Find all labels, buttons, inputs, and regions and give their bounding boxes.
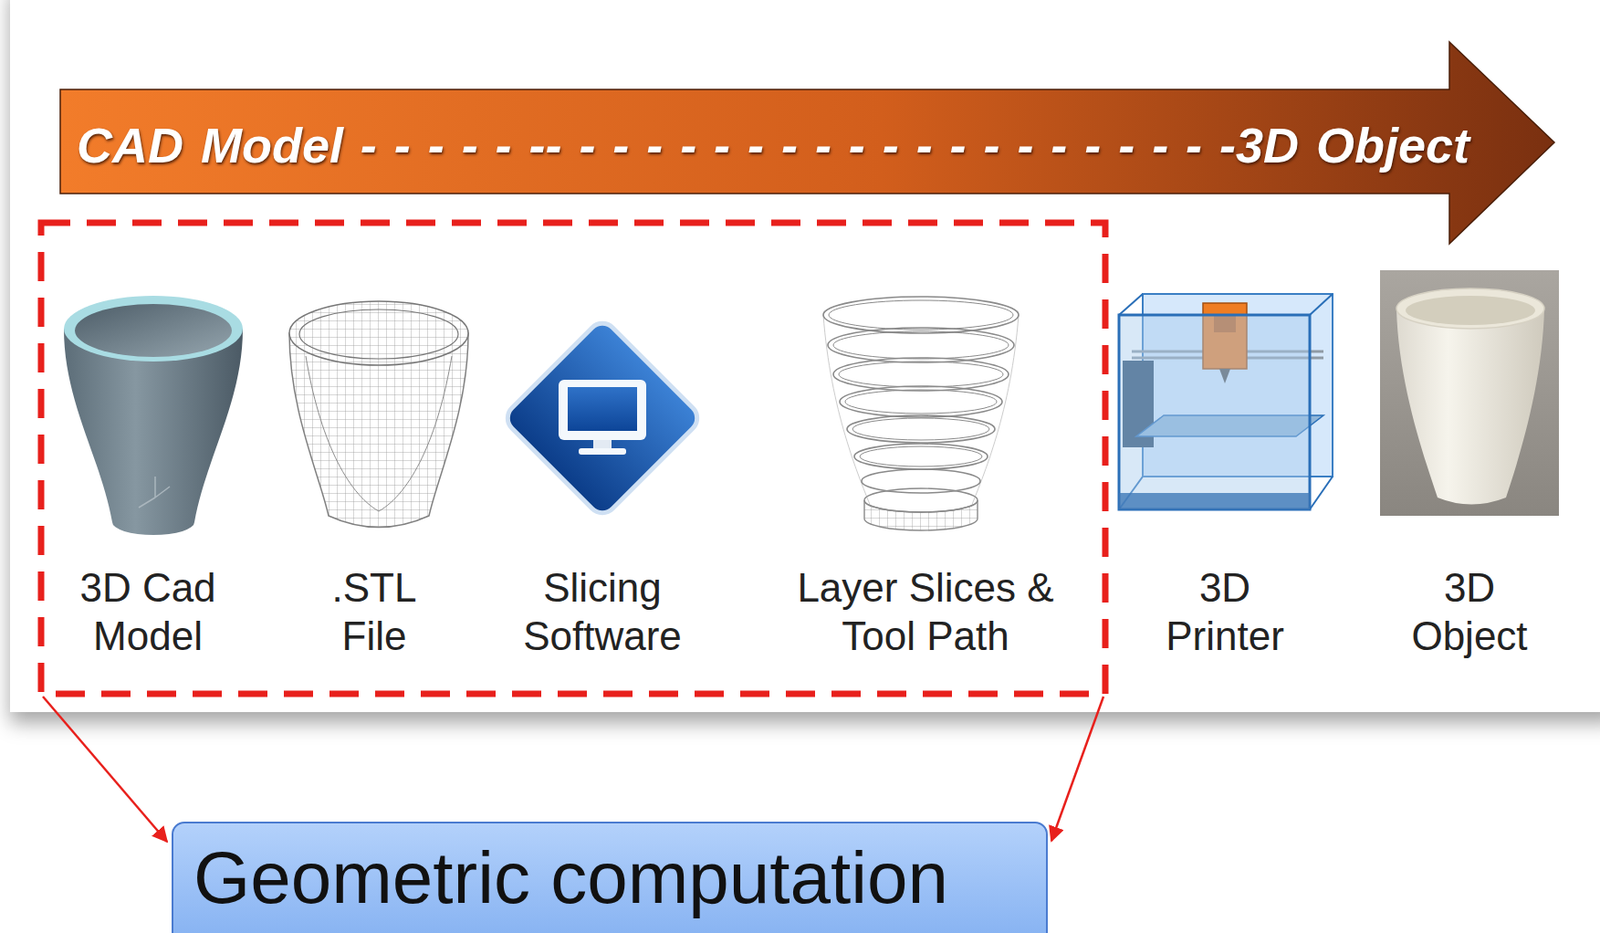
monitor-base bbox=[578, 448, 627, 455]
slice-ring bbox=[847, 415, 995, 443]
cup-inside bbox=[74, 303, 232, 357]
process-arrow-band: CAD Model - - - - - -- - - - - - - - - -… bbox=[59, 41, 1557, 245]
layer-slices-icon bbox=[823, 296, 1019, 531]
axis-mark bbox=[138, 476, 170, 508]
slice-ring bbox=[833, 331, 1009, 359]
callout-box: Geometric computation bbox=[171, 821, 1048, 933]
slice-ring bbox=[854, 443, 988, 470]
leader-arrow bbox=[1051, 696, 1104, 841]
printed-cup-rim bbox=[1396, 288, 1545, 329]
slice-ring bbox=[861, 469, 981, 493]
monitor-stand bbox=[593, 439, 612, 450]
monitor-frame bbox=[558, 379, 647, 440]
mesh-inner-curve bbox=[305, 355, 452, 512]
photo-background bbox=[1380, 270, 1559, 516]
blue-diamond bbox=[501, 317, 704, 520]
step-caption: 3D Cad Model bbox=[56, 563, 240, 660]
slice-ring bbox=[859, 446, 983, 467]
dashed-group-frame bbox=[41, 222, 1106, 694]
mesh-rim bbox=[289, 301, 469, 366]
caption-slot: 3D Printer bbox=[1156, 563, 1294, 660]
monitor-screen bbox=[567, 386, 638, 431]
slicing-software-icon bbox=[501, 317, 704, 520]
printer-icon bbox=[1118, 293, 1333, 510]
step-caption: 3D Object bbox=[1401, 563, 1538, 660]
slice-ring bbox=[852, 418, 990, 440]
caption-slot: Layer Slices & Tool Path bbox=[788, 563, 1063, 660]
printed-cup bbox=[1396, 308, 1545, 505]
arrow-band bbox=[60, 41, 1555, 244]
cad-cup-icon bbox=[63, 295, 243, 535]
step-caption: Slicing Software bbox=[511, 563, 694, 660]
step-caption: Layer Slices & Tool Path bbox=[788, 563, 1063, 660]
slice-ring bbox=[864, 488, 978, 513]
mesh-rim-inner bbox=[299, 309, 459, 359]
slice-ring bbox=[828, 300, 1014, 330]
flow-heading: CAD Model - - - - - -- - - - - - - - - -… bbox=[76, 118, 1470, 173]
slice-ring bbox=[839, 386, 1003, 418]
printer-front-frame bbox=[1118, 314, 1310, 510]
cup-rim bbox=[63, 295, 243, 362]
slice-ring bbox=[838, 361, 1004, 387]
slice-base-band bbox=[864, 500, 978, 531]
slice-envelope bbox=[823, 314, 1019, 512]
leader-arrow bbox=[42, 696, 168, 842]
printer-base bbox=[1118, 492, 1310, 510]
caption-slot: Slicing Software bbox=[511, 563, 694, 660]
slice-ring bbox=[845, 389, 997, 414]
printed-cup-inside bbox=[1405, 295, 1536, 325]
printer-edges bbox=[1118, 293, 1333, 510]
caption-slot: .STL File bbox=[305, 563, 443, 660]
step-caption: .STL File bbox=[305, 563, 443, 660]
caption-slot: 3D Cad Model bbox=[56, 563, 240, 660]
callout-text: Geometric computation bbox=[193, 836, 949, 921]
printed-object-photo bbox=[1380, 270, 1559, 516]
caption-slot: 3D Object bbox=[1401, 563, 1538, 660]
stl-mesh-icon bbox=[289, 301, 469, 528]
step-caption: 3D Printer bbox=[1156, 563, 1294, 660]
